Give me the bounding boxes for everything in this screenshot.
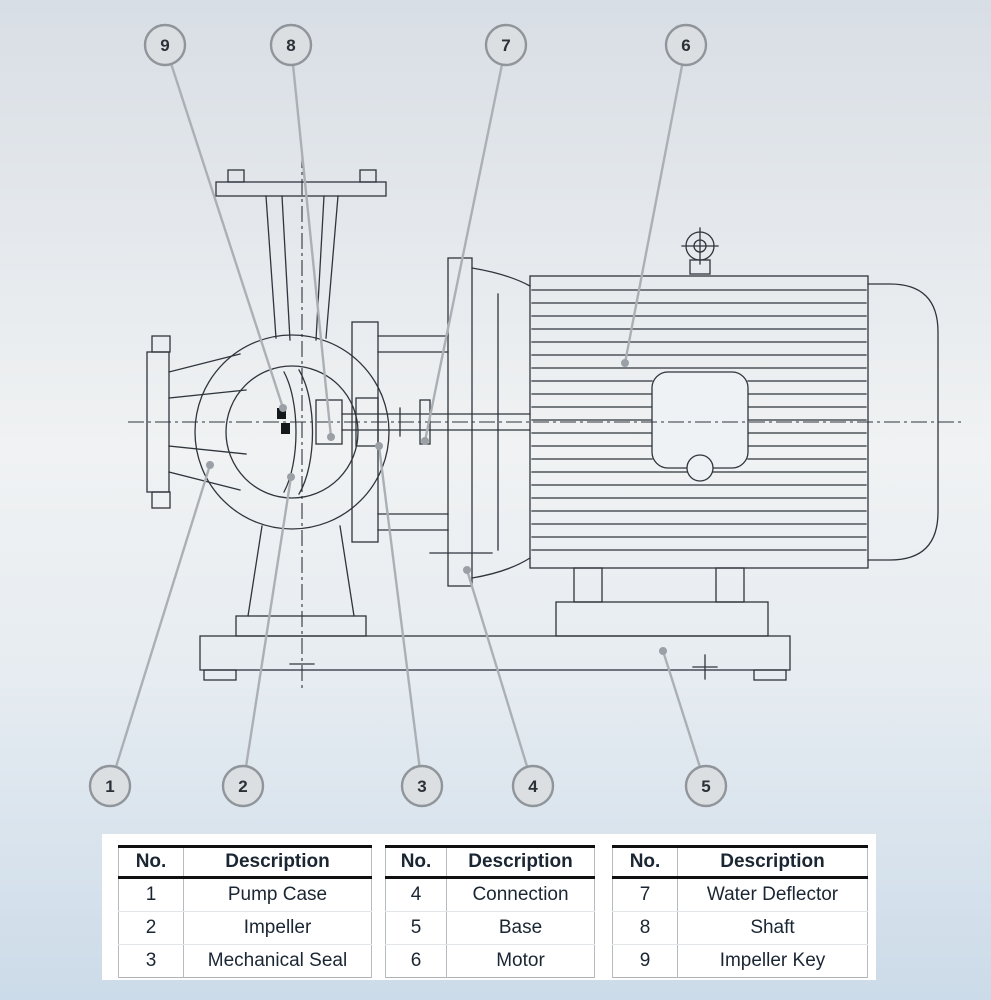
motor-fins (531, 289, 867, 551)
pump-case (194, 195, 390, 530)
callout-6-label: 6 (681, 36, 690, 55)
pump-drawing (128, 152, 962, 692)
callout-8-label: 8 (286, 36, 295, 55)
terminal-box-notch (686, 454, 714, 482)
lifting-eye-icon (681, 227, 719, 275)
callout-5-label: 5 (701, 777, 710, 796)
callout-1: 1 (88, 764, 132, 808)
cell-no: 7 (612, 877, 678, 912)
table-row: 2 Impeller (118, 911, 372, 945)
cell-no: 1 (118, 877, 184, 912)
cell-no: 4 (385, 877, 447, 912)
parts-table-1: No. Description 1 Pump Case 2 Impeller 3… (118, 845, 372, 978)
impeller (283, 369, 343, 495)
leader-lines (108, 44, 708, 787)
pump-pedestal (235, 525, 367, 637)
callout-2: 2 (221, 764, 265, 808)
table-row: 3 Mechanical Seal (118, 944, 372, 978)
callout-4-label: 4 (528, 777, 538, 796)
callout-5: 5 (684, 764, 728, 808)
cell-no: 6 (385, 944, 447, 978)
parts-table-3: No. Description 7 Water Deflector 8 Shaf… (612, 845, 868, 978)
table-row: 7 Water Deflector (612, 877, 868, 912)
callout-8: 8 (269, 23, 313, 67)
parts-table-2: No. Description 4 Connection 5 Base 6 Mo… (385, 845, 595, 978)
motor-endbell (471, 267, 531, 579)
table-row: 8 Shaft (612, 911, 868, 945)
table-row: 6 Motor (385, 944, 595, 978)
callout-7: 7 (484, 23, 528, 67)
callout-3: 3 (400, 764, 444, 808)
impeller-key (277, 408, 290, 434)
table-row: 4 Connection (385, 877, 595, 912)
callout-2-label: 2 (238, 777, 247, 796)
callout-3-label: 3 (417, 777, 426, 796)
terminal-box (651, 371, 749, 469)
discharge-flange (215, 169, 387, 197)
col-header-no: No. (118, 845, 184, 879)
callout-9-label: 9 (160, 36, 169, 55)
col-header-description: Description (446, 845, 595, 879)
base-rail (199, 635, 791, 681)
col-header-description: Description (183, 845, 372, 879)
cell-no: 8 (612, 911, 678, 945)
table-row: 1 Pump Case (118, 877, 372, 912)
table-row: 9 Impeller Key (612, 944, 868, 978)
cell-description: Motor (446, 944, 595, 978)
callout-7-label: 7 (501, 36, 510, 55)
callout-4: 4 (511, 764, 555, 808)
callout-1-label: 1 (105, 777, 114, 796)
cell-description: Connection (446, 877, 595, 912)
callout-6: 6 (664, 23, 708, 67)
cell-description: Water Deflector (677, 877, 868, 912)
table-header-row: No. Description (385, 845, 595, 879)
cell-description: Base (446, 911, 595, 945)
cell-description: Mechanical Seal (183, 944, 372, 978)
cell-description: Impeller (183, 911, 372, 945)
col-header-description: Description (677, 845, 868, 879)
cell-description: Impeller Key (677, 944, 868, 978)
callout-9: 9 (143, 23, 187, 67)
motor-feet (555, 567, 769, 637)
cell-no: 3 (118, 944, 184, 978)
col-header-no: No. (612, 845, 678, 879)
cell-description: Pump Case (183, 877, 372, 912)
table-header-row: No. Description (612, 845, 868, 879)
table-header-row: No. Description (118, 845, 372, 879)
cell-description: Shaft (677, 911, 868, 945)
cell-no: 5 (385, 911, 447, 945)
table-row: 5 Base (385, 911, 595, 945)
cell-no: 2 (118, 911, 184, 945)
col-header-no: No. (385, 845, 447, 879)
cell-no: 9 (612, 944, 678, 978)
